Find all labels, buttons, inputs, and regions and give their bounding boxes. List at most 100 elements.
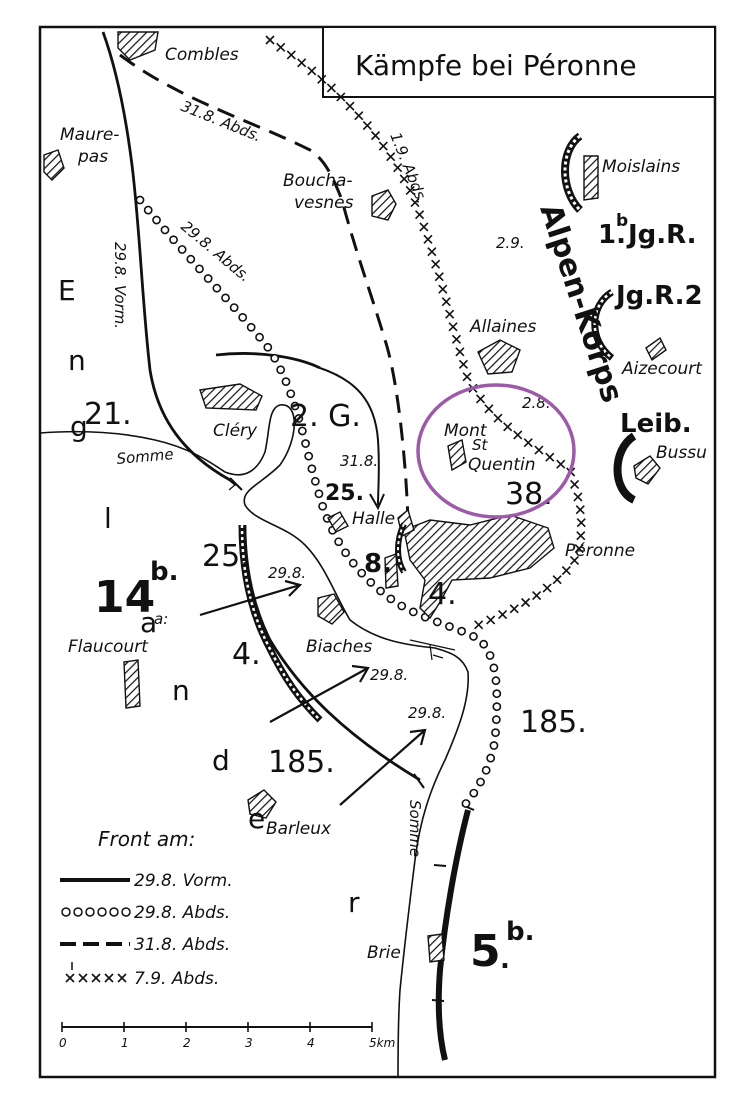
- front-circle-mark: [432, 617, 442, 627]
- front-cross-mark: [336, 92, 346, 102]
- unit-185b: 185.: [268, 745, 335, 780]
- unit-14-sub: a:: [154, 610, 168, 628]
- label-barleux: Barleux: [266, 819, 332, 839]
- arrow-29-8-b-head: [351, 664, 370, 683]
- arrow-29-8-c-head: [409, 728, 427, 746]
- legend-label-0: 29.8. Vorm.: [134, 871, 233, 891]
- village-bouchavesnes: [371, 189, 397, 221]
- front-cross-mark: [393, 163, 403, 173]
- unit-5-dot: .: [500, 945, 510, 975]
- front-circle-mark: [318, 501, 328, 511]
- label-clery: Cléry: [213, 421, 258, 441]
- front-cross-mark: [542, 583, 552, 593]
- front-cross-mark: [573, 492, 583, 502]
- front-circle-mark: [238, 312, 248, 322]
- front-circle-mark: [297, 426, 307, 436]
- front-cross-mark: [431, 259, 441, 269]
- front-cross-mark: [484, 404, 494, 414]
- engländer-letter: e: [248, 802, 265, 835]
- front-cross-mark: [475, 394, 486, 404]
- label-31-8: 31.8.: [340, 452, 378, 470]
- front-cross-mark: [354, 111, 364, 121]
- front-circle-mark: [408, 607, 418, 617]
- front-circle-mark: [348, 558, 358, 568]
- front-cross-mark: [117, 973, 127, 983]
- unit-2g: 2. G.: [290, 399, 361, 434]
- scale-tick-label: 0: [59, 1036, 67, 1050]
- front-cross-mark: [78, 973, 88, 983]
- front-cross-mark: [523, 438, 533, 448]
- front-circle-mark: [143, 205, 153, 215]
- front-circle-mark: [169, 235, 178, 245]
- front-circle-mark: [386, 594, 396, 604]
- arrow-29-8-a-head: [284, 579, 303, 597]
- engländer-letter: E: [58, 274, 76, 307]
- front-cross-mark: [486, 615, 496, 625]
- front-cross-mark: [552, 575, 562, 585]
- front-cross-mark: [574, 544, 584, 554]
- label-arrow-1: 29.8.: [268, 564, 306, 582]
- front-cross-mark: [561, 565, 571, 576]
- village-brie: [427, 933, 445, 963]
- front-cross-mark: [569, 555, 580, 565]
- front-circle-mark: [486, 753, 496, 763]
- unit-5-sup: b.: [506, 917, 535, 947]
- front-circle-mark: [357, 568, 367, 578]
- label-somme-1: Somme: [116, 445, 175, 468]
- front-cross-mark: [378, 141, 388, 151]
- front-circle-mark: [492, 702, 502, 712]
- front-circle-mark: [366, 577, 376, 587]
- label-peronne: Péronne: [565, 541, 635, 561]
- arc-31-8: [319, 367, 380, 506]
- front-circle-mark: [492, 689, 502, 699]
- front-cross-mark: [423, 234, 433, 244]
- somme-river: [39, 404, 469, 1078]
- label-somme-2: Somme: [406, 800, 424, 857]
- front-cross-mark: [410, 197, 420, 208]
- front-cross-mark: [503, 422, 513, 432]
- unit-185a: 185.: [520, 705, 587, 740]
- front-cross-mark: [513, 430, 523, 440]
- label-halle: Halle: [352, 509, 395, 529]
- label-31-8-abds: 31.8. Abds.: [179, 97, 264, 145]
- label-brie: Brie: [367, 943, 401, 963]
- front-cross-mark: [345, 101, 355, 111]
- unit-jg-r-2: Jg.R.2: [614, 281, 703, 311]
- front-cross-mark: [276, 42, 286, 52]
- front-circle-mark: [246, 322, 256, 332]
- front-cross-mark: [521, 597, 531, 608]
- village-biaches: [317, 593, 345, 625]
- arc-leib: [613, 432, 637, 504]
- unit-4a: 4.: [428, 577, 457, 612]
- front-circle-mark: [195, 264, 204, 274]
- front-circle-mark: [286, 389, 296, 399]
- front-circle-mark: [152, 215, 161, 225]
- village-bussu: [633, 455, 661, 485]
- village-small-halle-2: [384, 553, 399, 589]
- front-cross-mark: [441, 297, 451, 307]
- unit-jg-r-1-sup: b: [616, 211, 628, 231]
- front-circle-mark: [186, 254, 196, 264]
- label-arrow-3: 29.8.: [408, 704, 446, 722]
- village-barleux: [247, 789, 277, 819]
- village-moislains: [583, 155, 599, 201]
- arc-jg-r-1-inner: [563, 134, 582, 212]
- front-circle-mark: [203, 274, 213, 283]
- legend-label-3: 7.9. Abds.: [134, 969, 219, 989]
- label-mont-1: Mont: [444, 421, 488, 441]
- somme-canal: [429, 644, 444, 661]
- label-29-8-vorm: 29.8. Vorm.: [111, 242, 129, 329]
- unit-jg-r-1: 1.: [598, 220, 626, 250]
- front-cross-mark: [458, 359, 468, 369]
- label-aizecourt: Aizecourt: [621, 359, 703, 379]
- scale-tick-label: 5km: [369, 1036, 395, 1050]
- front-circle-mark: [341, 548, 350, 558]
- front-circle-mark: [481, 765, 491, 775]
- arc-halle-small-inner: [397, 523, 405, 573]
- front-14b-band-inner: [240, 524, 321, 721]
- unit-25b: 25.: [202, 539, 250, 574]
- arrow-29-8-a: [199, 583, 301, 617]
- legend-label-1: 29.8. Abds.: [134, 903, 230, 923]
- title-box: [322, 26, 716, 98]
- legend-circle-mark: [121, 907, 131, 917]
